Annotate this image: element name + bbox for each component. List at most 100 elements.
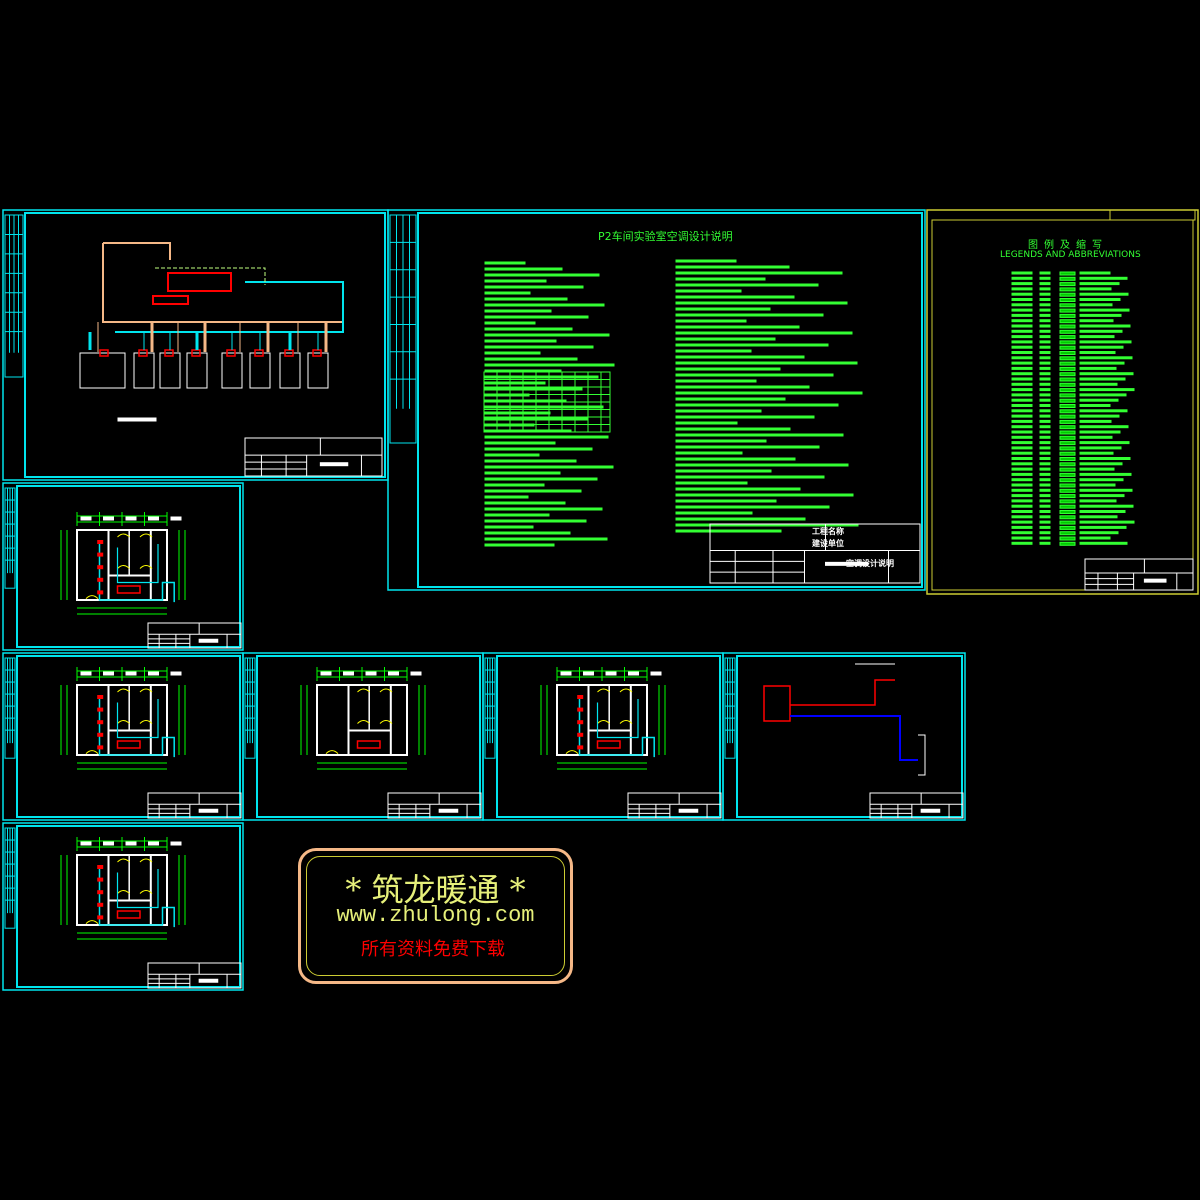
sheet-plan-3-outer-border xyxy=(482,652,724,821)
legend-abbrev xyxy=(1039,531,1051,535)
legend-title-en: LEGENDS AND ABBREVIATIONS xyxy=(1000,250,1141,260)
dimension-text xyxy=(605,671,617,676)
watermark-box: * 筑龙暖通 * www.zhulong.com 所有资料免费下载 xyxy=(298,848,573,984)
dimension-text xyxy=(560,671,572,676)
notes-text-line xyxy=(675,343,829,347)
duct-run xyxy=(578,695,655,758)
notes-text-line xyxy=(675,493,854,497)
legend-abbrev xyxy=(1039,271,1051,275)
sheet-legends-outer-border xyxy=(926,209,1199,595)
equipment-tag xyxy=(356,740,381,749)
legend-symbol-desc xyxy=(1059,345,1076,350)
dimension-text xyxy=(170,516,182,521)
sheet-plan-2-inner-frame xyxy=(256,655,481,818)
legend-abbrev xyxy=(1039,313,1051,317)
legend-symbol xyxy=(1011,467,1033,471)
legend-description xyxy=(1079,345,1124,349)
legend-symbol xyxy=(1011,298,1033,301)
legend-symbol-desc xyxy=(1059,319,1076,324)
legend-description xyxy=(1079,298,1121,301)
legend-symbol xyxy=(1011,372,1033,376)
legend-symbol xyxy=(1011,472,1033,476)
legend-symbol xyxy=(1011,451,1033,455)
dimension-text xyxy=(650,671,662,676)
legend-symbol-desc xyxy=(1059,494,1076,499)
chiller-unit xyxy=(152,295,189,305)
notes-text-line xyxy=(675,529,782,533)
legend-description xyxy=(1079,478,1124,482)
notes-text-line xyxy=(675,373,834,377)
door-swing xyxy=(565,750,579,754)
notes-text-line xyxy=(675,271,843,275)
notes-text-line xyxy=(675,427,791,431)
notes-text-line xyxy=(675,325,800,329)
air-outlet xyxy=(97,720,104,725)
title-block xyxy=(147,792,242,819)
notes-text-line xyxy=(675,301,848,305)
legend-symbol xyxy=(1011,430,1033,434)
dimension-text xyxy=(80,841,92,846)
notes-text-line xyxy=(675,391,863,395)
notes-text-line xyxy=(484,375,599,379)
notes-text-line xyxy=(675,319,747,323)
legend-description xyxy=(1079,525,1127,529)
door-swing xyxy=(139,720,153,724)
legend-symbol xyxy=(1011,478,1033,482)
legend-abbrev xyxy=(1039,404,1051,407)
sheet-piping-schematic-inner-frame xyxy=(736,655,963,818)
legend-symbol-desc xyxy=(1059,472,1076,477)
terminal-unit xyxy=(249,352,271,389)
notes-text-line xyxy=(484,309,552,313)
legend-description xyxy=(1079,393,1127,397)
legend-symbol xyxy=(1011,377,1033,381)
legend-symbol xyxy=(1011,515,1033,519)
legend-symbol xyxy=(1011,313,1033,317)
legend-description xyxy=(1079,414,1120,418)
legend-symbol xyxy=(1011,351,1033,354)
legend-description xyxy=(1079,324,1131,328)
legend-symbol-desc xyxy=(1059,308,1076,313)
notes-text-line xyxy=(675,295,795,299)
legend-symbol-desc xyxy=(1059,435,1076,440)
legend-symbol xyxy=(1011,287,1033,291)
notes-text-line xyxy=(484,435,609,439)
supply-duct-main xyxy=(115,281,344,333)
door-swing xyxy=(117,688,130,693)
legend-symbol-desc xyxy=(1059,398,1076,403)
notes-text-line xyxy=(675,277,766,281)
legend-abbrev xyxy=(1039,536,1051,540)
air-outlet xyxy=(97,707,104,712)
terminal-valve xyxy=(99,349,109,357)
notes-text-line xyxy=(484,285,584,289)
legend-symbol xyxy=(1011,494,1033,498)
legend-symbol-desc xyxy=(1059,488,1076,493)
legend-symbol-desc xyxy=(1059,525,1076,530)
dimension-text xyxy=(103,516,114,521)
legend-description xyxy=(1079,515,1118,519)
legend-abbrev xyxy=(1039,467,1051,471)
door-swing xyxy=(117,858,130,863)
door-swing xyxy=(85,595,99,599)
legend-symbol-desc xyxy=(1059,414,1076,419)
sheet-plan-1-inner-frame xyxy=(16,655,241,818)
notes-text-line xyxy=(675,307,771,311)
title-block xyxy=(147,622,242,649)
notes-text-line xyxy=(484,519,587,523)
legend-symbol xyxy=(1011,329,1033,333)
legend-symbol xyxy=(1011,398,1033,402)
door-swing xyxy=(139,688,153,693)
legend-abbrev xyxy=(1039,504,1051,508)
legend-symbol xyxy=(1011,531,1033,535)
floor-plan-wall xyxy=(76,684,168,756)
legend-abbrev xyxy=(1039,520,1051,524)
title-block-text-mark xyxy=(825,561,868,566)
terminal-valve xyxy=(226,349,236,357)
legend-description xyxy=(1079,361,1125,365)
notes-text-line xyxy=(484,267,563,271)
air-outlet xyxy=(97,552,104,557)
legend-symbol-desc xyxy=(1059,483,1076,488)
legend-abbrev xyxy=(1039,525,1051,529)
legend-abbrev xyxy=(1039,451,1051,455)
notes-text-line xyxy=(675,475,825,479)
legend-abbrev xyxy=(1039,494,1051,498)
